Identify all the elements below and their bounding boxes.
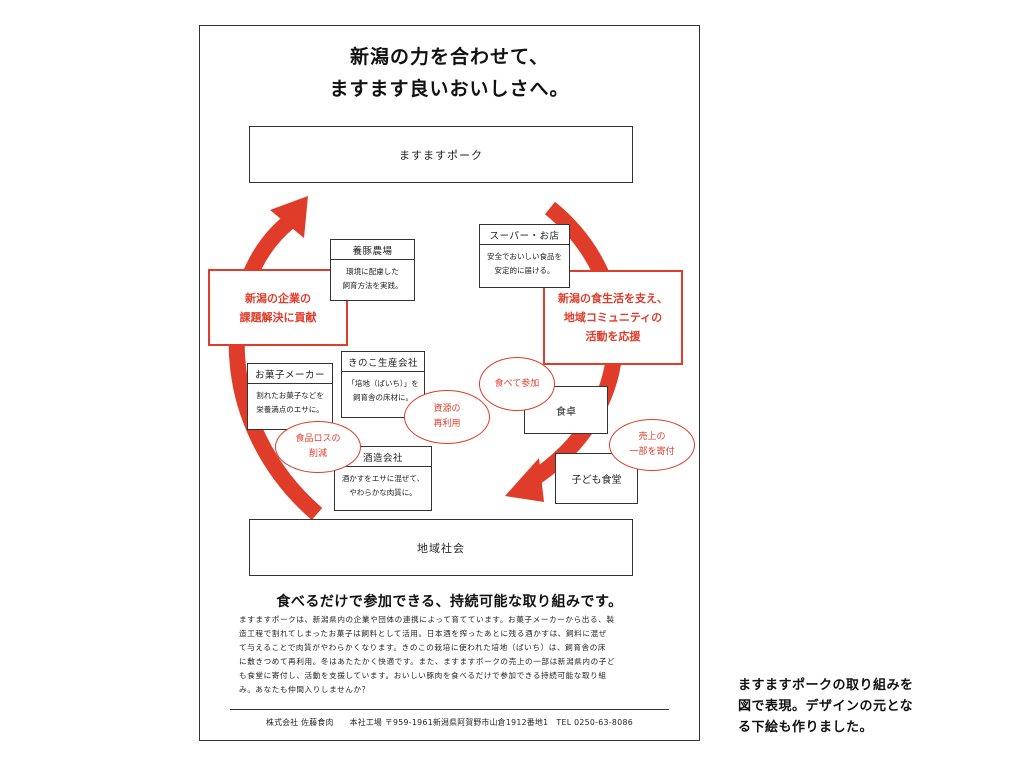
body-line: も食堂に寄付し、活動を支援しています。おいしい豚肉を食べるだけで参加できる持続可… [239, 671, 607, 680]
oval-text: 再利用 [433, 419, 461, 429]
caption-line: る下絵も作りました。 [738, 720, 874, 735]
node-text: 安定的に届ける。 [494, 266, 555, 275]
node-text: 飼育方法を実践。 [342, 281, 403, 290]
node-title: スーパー・お店 [480, 225, 569, 245]
body-line: 造工程で割れてしまったお菓子は飼料として活用。日本酒を搾ったあとに残る酒かすは、… [239, 629, 607, 638]
left-cycle-arrowhead [270, 196, 308, 238]
right-cycle-arrowhead [505, 458, 544, 502]
headline-line-1: 新潟の力を合わせて、 [349, 46, 550, 68]
node-text: 安全でおいしい食品を [487, 252, 562, 261]
tagline: 食べるだけで参加できる、持続可能な取り組みです。 [276, 594, 623, 610]
node-text: 「培地（ばいち）」を [347, 379, 419, 388]
caption-line: 図で表現。デザインの元とな [738, 699, 914, 714]
node-title: お菓子メーカー [248, 364, 332, 384]
node-text: 栄養満点のエサに。 [256, 405, 324, 414]
caption: ますますポークの取り組みを 図で表現。デザインの元とな る下絵も作りました。 [738, 675, 948, 738]
document-sheet: 新潟の力を合わせて、 ますます良いおいしさへ。 ますますポーク 地域社会 新潟の… [199, 25, 700, 741]
oval-text: 削減 [308, 449, 327, 459]
right-cycle-label-line: 新潟の食生活を支え、 [558, 292, 668, 305]
node-text: 割れたお菓子などを [256, 391, 324, 400]
body-line: て与えることで肉質がやわらかくなります。きのこの栽培に使われた培地（ばいち）は、… [239, 643, 607, 652]
left-cycle-label-line: 課題解決に貢献 [239, 310, 317, 324]
oval-resource-reuse: 資源の 再利用 [404, 390, 490, 444]
left-cycle-label: 新潟の企業の 課題解決に貢献 [208, 269, 348, 346]
right-cycle-label: 新潟の食生活を支え、 地域コミュニティの 活動を応援 [543, 270, 683, 365]
oval-text: 食品ロスの [295, 434, 341, 444]
node-text: 飼育舎の床材に。 [353, 393, 413, 402]
right-cycle-label-line: 活動を応援 [585, 330, 641, 343]
node-text: やわらかな肉質に。 [349, 488, 417, 497]
left-cycle-label-line: 新潟の企業の [245, 291, 311, 305]
oval-text: 売上の [638, 432, 666, 442]
oval-eat-join: 食べて参加 [479, 357, 555, 411]
body-line: ますますポークは、新潟県内の企業や団体の連携によって育てています。お菓子メーカー… [239, 615, 615, 624]
node-text: 環境に配慮した [346, 267, 399, 276]
footer-divider [230, 709, 669, 710]
node-text: 酒かすをエサに混ぜて、 [341, 474, 425, 483]
body-line: に敷きつめて再利用。冬はあたたかく快適です。また、ますますポークの売上の一部は新… [239, 657, 616, 666]
oval-text: 食べて参加 [494, 378, 540, 389]
oval-text: 資源の [433, 404, 461, 414]
node-supermarket: スーパー・お店 安全でおいしい食品を 安定的に届ける。 [479, 224, 570, 288]
headline-line-2: ますます良いおいしさへ。 [329, 78, 570, 100]
footer-address: 株式会社 佐藤食肉 本社工場 〒959-1961新潟県阿賀野市山倉1912番地1… [266, 718, 633, 727]
node-title: きのこ生産会社 [342, 352, 424, 372]
pork-brand-box: ますますポーク [249, 126, 633, 183]
right-cycle-label-line: 地域コミュニティの [563, 311, 663, 324]
node-title: 養豚農場 [331, 240, 414, 260]
node-confectionery: お菓子メーカー 割れたお菓子などを 栄養満点のエサに。 [247, 363, 333, 430]
left-cycle-arc [228, 214, 323, 521]
body-text: ますますポークは、新潟県内の企業や団体の連携によって育てています。お菓子メーカー… [239, 613, 661, 697]
node-title: 酒造会社 [335, 447, 431, 467]
body-line: み。あなたも仲間入りしませんか？ [239, 685, 370, 694]
caption-line: ますますポークの取り組みを [738, 678, 914, 693]
oval-donation: 売上の 一部を寄付 [609, 419, 695, 471]
node-farm: 養豚農場 環境に配慮した 飼育方法を実践。 [330, 239, 415, 301]
oval-text: 一部を寄付 [629, 447, 675, 457]
community-box: 地域社会 [249, 519, 633, 576]
oval-food-loss: 食品ロスの 削減 [275, 421, 361, 473]
